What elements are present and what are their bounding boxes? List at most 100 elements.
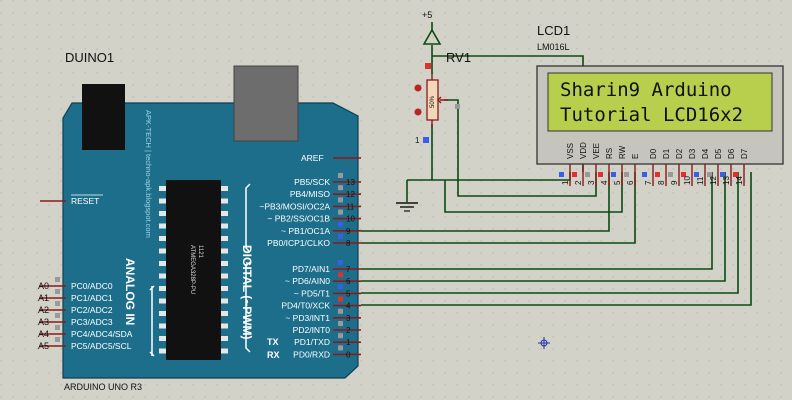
arduino-name: DUINO1	[65, 50, 114, 65]
analog-pin-ext: A0	[38, 281, 49, 291]
chip-pin	[221, 186, 228, 191]
analog-pin-label: PC5/ADC5/SCL	[71, 341, 132, 351]
wire-pd5-to-d6[interactable]	[361, 172, 739, 294]
lcd-pin-label: E	[631, 154, 640, 159]
lcd-pin-state	[559, 172, 564, 177]
digital-pin-number: 10	[346, 215, 355, 224]
chip-pin	[159, 323, 166, 329]
chip-pin	[159, 261, 166, 266]
lcd-pin-label: D1	[662, 148, 671, 159]
lcd-pin-number: 13	[722, 176, 731, 185]
lcd-pin-label: RW	[618, 145, 627, 159]
wire-rw-to-gnd[interactable]	[444, 172, 623, 213]
ground-symbol	[396, 202, 418, 212]
potentiometer-rv1[interactable]: RV1 50% 1	[414, 50, 472, 145]
digital-pin-number: 5	[346, 289, 351, 298]
chip-pin	[159, 223, 166, 229]
lcd-pin-label: VDD	[579, 142, 588, 159]
wire-pb1-to-rs[interactable]	[361, 172, 610, 232]
aref-label: AREF	[301, 153, 324, 163]
lcd-pin-state	[707, 172, 712, 177]
chip-pin	[221, 211, 228, 216]
lcd-pin-number: 4	[600, 180, 609, 185]
board-watermark: APK-TECH | techno-apk.blogspot.com	[144, 110, 153, 238]
chip-pin	[159, 186, 166, 191]
digital-pin-state	[338, 221, 343, 227]
lcd-pin-state	[720, 172, 725, 177]
lcd-pin-label: D7	[740, 148, 749, 159]
arduino-model: ARDUINO UNO R3	[64, 382, 142, 392]
pot-dec-button[interactable]	[414, 84, 422, 92]
lcd-pin-state	[598, 172, 603, 177]
arduino-uno-board[interactable]: DUINO1 APK-TECH | techno-apk.blogspot.co…	[38, 50, 361, 392]
wire-pd4-to-d7[interactable]	[361, 172, 752, 306]
power-label: +5	[422, 10, 432, 20]
lcd-line-1: Sharin9 Arduino	[560, 79, 732, 101]
power-arrow-icon	[422, 28, 442, 45]
digital-pin-label: PB0/ICP1/CLKO	[267, 238, 330, 248]
lcd-pin-group: VSS1VDD2VEE3RS4RW5E6D07D18D29D310D411D51…	[559, 142, 749, 186]
wire-pd7-to-d4[interactable]	[361, 172, 713, 270]
analog-pin-ext: A2	[38, 305, 49, 315]
power-terminal[interactable]: +5	[422, 10, 442, 45]
digital-pin-label: ~ PD5/T1	[294, 288, 330, 298]
chip-pin	[221, 286, 228, 291]
crosshair-icon	[538, 337, 550, 349]
chip-pin	[159, 348, 166, 354]
wire-pb0-to-e[interactable]	[361, 172, 636, 244]
lcd-pin-label: RS	[605, 148, 614, 159]
lcd-module[interactable]: LCD1 LM016L Sharin9 Arduino Tutorial LCD…	[536, 23, 784, 186]
chip-pin	[159, 211, 166, 216]
lcd-pin-label: D2	[675, 148, 684, 159]
digital-pin-number: 1	[346, 338, 351, 347]
lcd-pin-number: 14	[735, 176, 744, 185]
digital-title: DIGITAL (~PWM)	[240, 245, 254, 340]
lcd-pin-label: D6	[727, 148, 736, 159]
analog-pin-state	[55, 325, 60, 330]
chip-pin	[159, 236, 166, 241]
digital-pin-state	[338, 234, 343, 239]
chip-pin	[221, 248, 228, 254]
chip-pin	[221, 198, 228, 204]
digital-pin-state	[338, 185, 343, 191]
lcd-pin-number: 11	[696, 176, 705, 185]
lcd-pin-state	[572, 172, 577, 177]
lcd-pin-state	[668, 172, 673, 177]
analog-pin-state	[55, 337, 60, 342]
digital-pin-state	[338, 173, 343, 178]
chip-pin	[159, 198, 166, 204]
wire-wiper-to-vee[interactable]	[444, 99, 597, 197]
pot-inc-button[interactable]	[414, 108, 422, 116]
wire-group	[361, 45, 752, 306]
analog-pin-state	[55, 289, 60, 294]
digital-pin-state	[338, 272, 343, 278]
wire-pd6-to-d5[interactable]	[361, 172, 726, 282]
digital-pin-state	[338, 284, 343, 290]
atmega-chip	[166, 180, 221, 360]
lcd-line-2: Tutorial LCD16x2	[560, 104, 743, 126]
pot-value: 50%	[430, 95, 436, 108]
analog-pin-state	[55, 277, 60, 282]
chip-pin	[221, 348, 228, 354]
chip-pin	[159, 273, 166, 279]
lcd-pin-state	[694, 172, 699, 177]
analog-pin-ext: A1	[38, 293, 49, 303]
analog-title: ANALOG IN	[123, 258, 137, 325]
analog-bracket	[149, 285, 155, 357]
digital-pin-label: ~ PB1/OC1A	[281, 226, 330, 236]
digital-pin-number: 11	[346, 202, 355, 211]
pot-wiper-arrow-icon	[437, 96, 448, 104]
lcd-pin-label: D3	[688, 148, 697, 159]
digital-bracket	[245, 183, 251, 353]
chip-pin	[159, 336, 166, 341]
pot-pin-wiper	[455, 104, 460, 109]
power-jack	[233, 65, 299, 142]
lcd-pin-state	[585, 172, 590, 177]
lcd-pin-number: 9	[670, 180, 679, 185]
tx-label: TX	[267, 337, 279, 347]
digital-pin-state	[338, 333, 343, 339]
analog-pin-ext: A4	[38, 329, 49, 339]
lcd-pin-state	[681, 172, 686, 177]
digital-pin-number: 13	[346, 178, 355, 187]
